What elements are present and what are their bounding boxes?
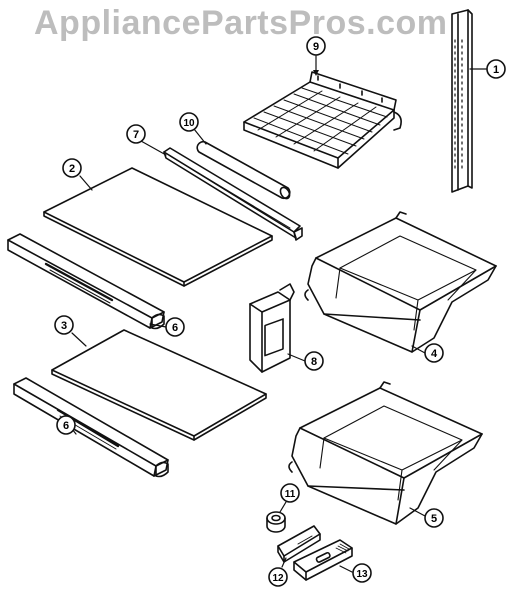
- part-slide-cover: [293, 539, 353, 581]
- callout-label: 13: [356, 569, 368, 580]
- callout-1: 1: [486, 59, 506, 79]
- callout-5: 5: [424, 508, 444, 528]
- callout-3: 3: [54, 315, 74, 335]
- callouts: 1 2 3 4 5 6 6: [54, 36, 506, 587]
- callout-4: 4: [424, 343, 444, 363]
- callout-10: 10: [179, 112, 199, 132]
- callout-9: 9: [306, 36, 326, 56]
- callout-label: 6: [63, 420, 69, 432]
- part-control-plate: [277, 525, 321, 563]
- callout-11: 11: [280, 483, 300, 503]
- callout-label: 8: [311, 356, 317, 368]
- callout-2: 2: [62, 158, 82, 178]
- callout-label: 10: [183, 118, 195, 129]
- leader-lines: [67, 55, 488, 573]
- callout-label: 5: [431, 513, 437, 525]
- part-roller: [196, 140, 291, 200]
- part-glass-shelf-upper: [43, 167, 273, 287]
- callout-label: 3: [61, 320, 67, 332]
- callout-label: 6: [172, 322, 178, 334]
- part-front-trim-lower: [13, 377, 169, 478]
- callout-6-upper: 6: [165, 317, 185, 337]
- watermark: AppliancePartsPros.com: [34, 4, 448, 42]
- part-front-trim-upper: [7, 233, 165, 330]
- part-wire-shelf: [243, 71, 402, 169]
- callout-13: 13: [352, 563, 372, 583]
- callout-label: 4: [431, 348, 438, 360]
- part-glass-shelf-lower: [51, 329, 267, 441]
- part-knob: [266, 511, 286, 533]
- part-crisper-drawer-lower: [288, 381, 483, 525]
- callout-label: 1: [493, 64, 499, 76]
- callout-label: 9: [313, 41, 319, 53]
- callout-label: 2: [69, 163, 75, 175]
- callout-6-lower: 6: [56, 415, 76, 435]
- callout-label: 11: [285, 489, 296, 500]
- part-crisper-drawer-upper: [304, 211, 497, 353]
- callout-12: 12: [268, 567, 288, 587]
- callout-label: 12: [272, 573, 284, 584]
- part-bracket: [249, 283, 295, 373]
- callout-label: 7: [133, 129, 139, 141]
- callout-7: 7: [126, 124, 146, 144]
- part-rail: [451, 9, 473, 193]
- callout-8: 8: [304, 351, 324, 371]
